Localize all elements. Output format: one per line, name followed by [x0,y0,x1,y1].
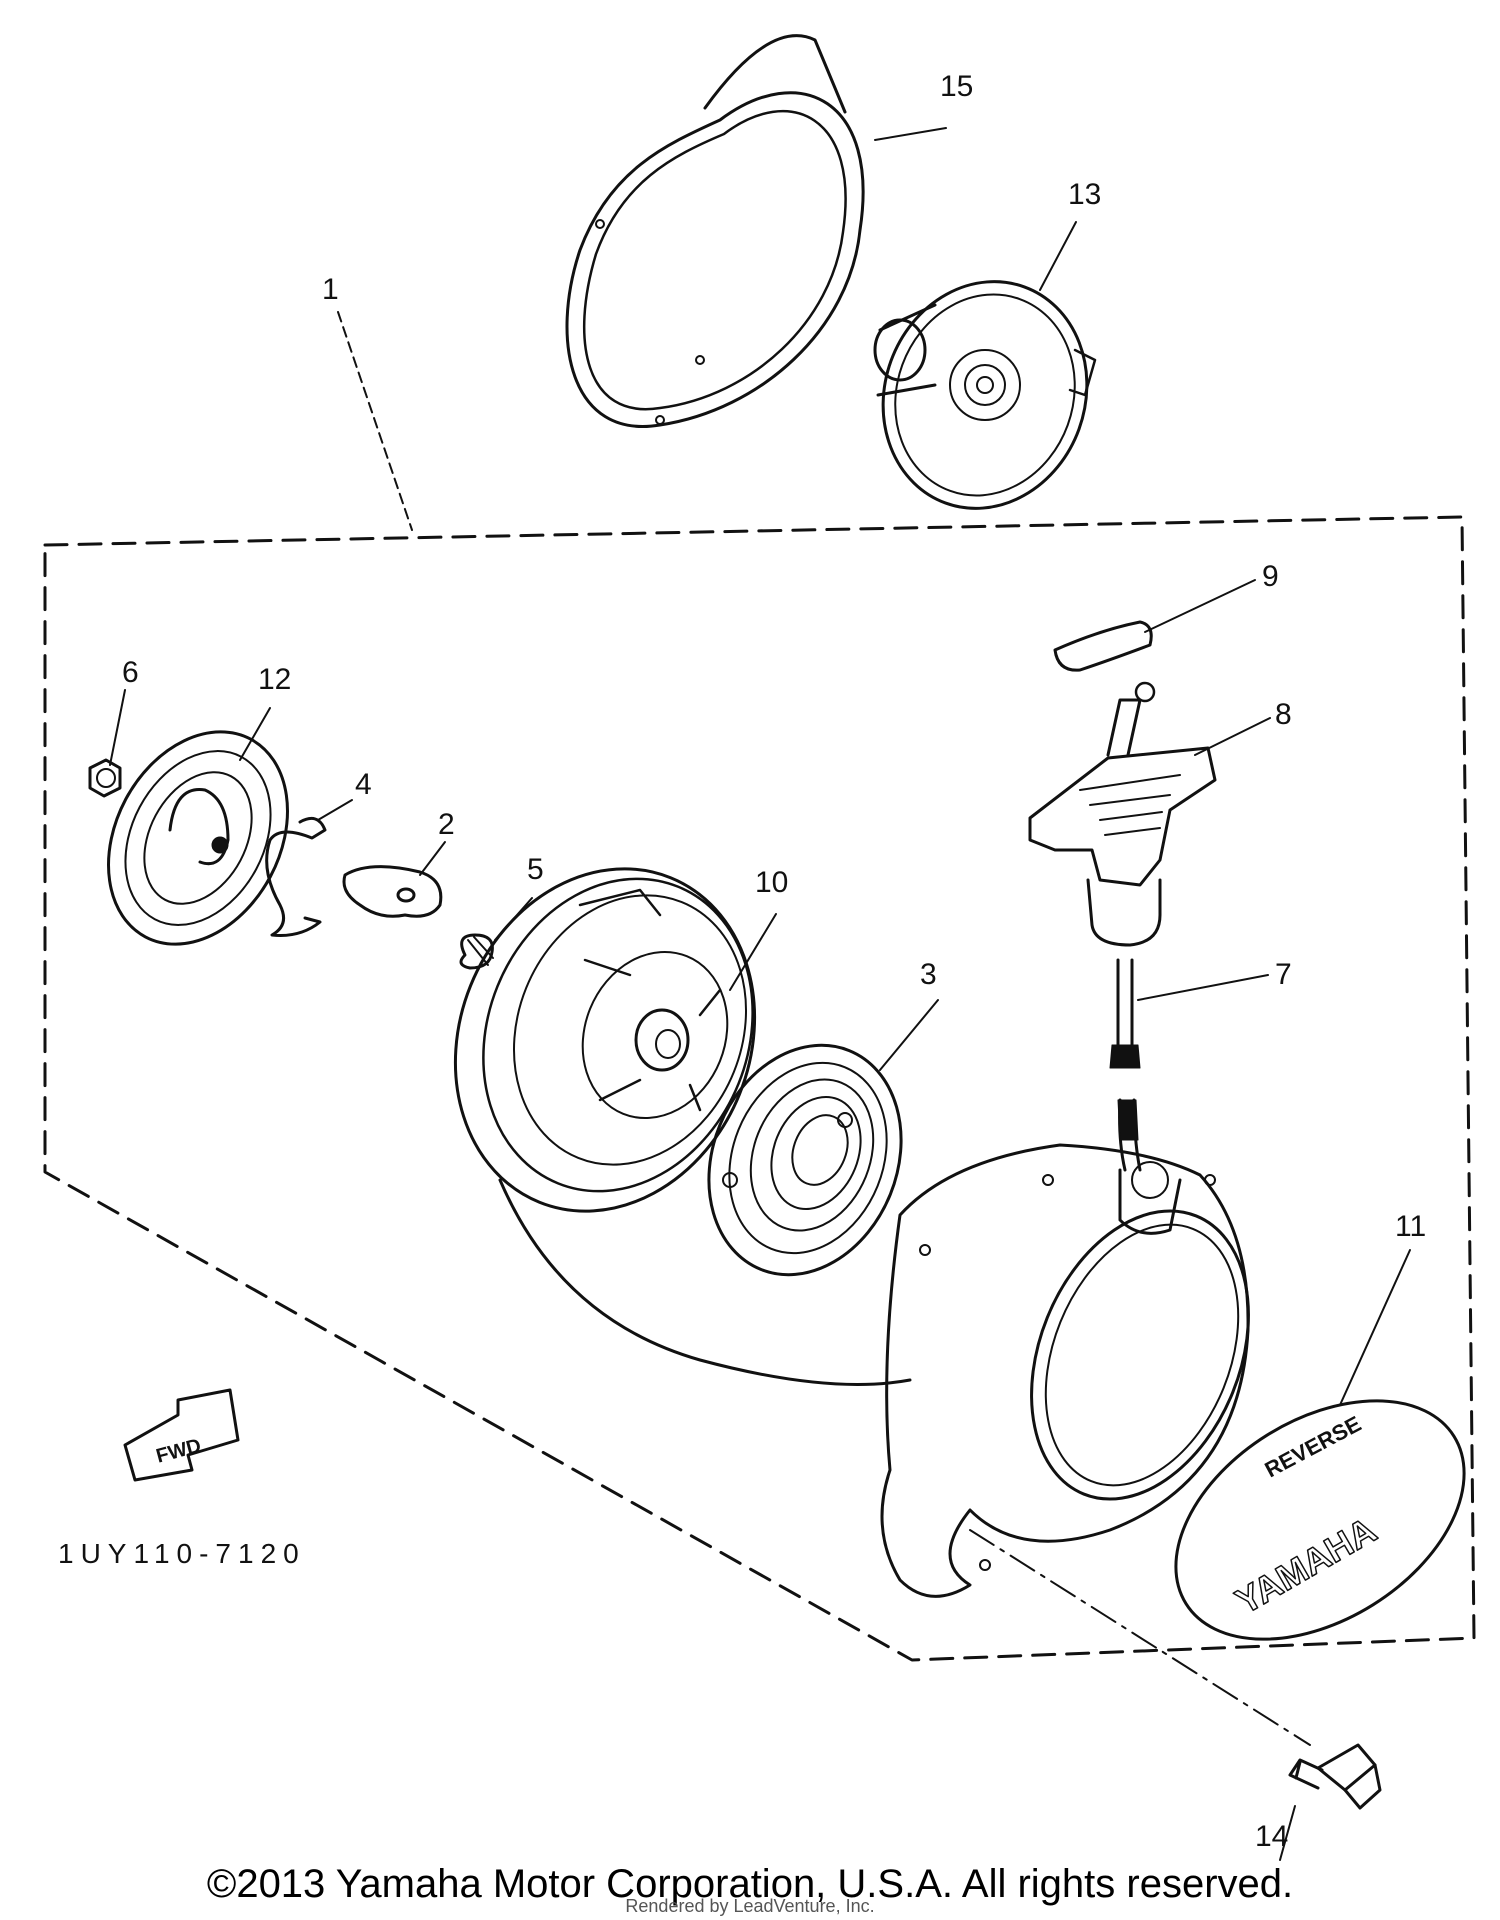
starter-rope [498,1178,912,1386]
fwd-label: FWD [154,1435,204,1468]
callout-5: 5 [527,853,544,886]
drawing-code: 1UY110-7120 [58,1538,306,1569]
rendered-by-credit: Rendered by LeadVenture, Inc. [625,1896,875,1916]
callout-4: 4 [355,768,372,801]
callout-11: 11 [1395,1210,1427,1243]
callout-9: 9 [1262,560,1279,593]
starter-housing [880,1143,1250,1598]
assembly-boundary [43,515,1476,1662]
callout-7: 7 [1275,958,1292,991]
callout-8: 8 [1275,698,1292,731]
callout-10: 10 [755,866,789,899]
rope-reel-part-10 [453,867,757,1213]
callout-15: 15 [940,70,974,103]
small-spring-part-5 [459,933,494,970]
gasket-part-15 [565,34,865,428]
spiral-spring-part-3 [707,1043,903,1277]
forward-direction-arrow: FWD [123,1388,240,1482]
callout-3: 3 [920,958,937,991]
callout-1: 1 [322,273,339,306]
starter-rope-part-7 [1109,958,1142,1172]
starter-handle-part-8 [1028,681,1217,947]
bolt-part-14 [1288,1743,1382,1810]
emblem-brand-text: YAMAHA [1229,1509,1383,1622]
nut-part-6 [88,758,122,798]
callout-12: 12 [258,663,292,696]
handle-insert-part-9 [1053,620,1153,672]
copyright-notice: ©2013 Yamaha Motor Corporation, U.S.A. A… [206,1862,1294,1906]
callout-14: 14 [1255,1820,1289,1853]
leader-lines [109,127,1411,1861]
drive-pulley-part-13 [873,280,1097,510]
spring-clip-part-4 [265,816,327,937]
callout-6: 6 [122,656,139,689]
callout-2: 2 [438,808,455,841]
ratchet-pawl-part-2 [342,865,443,918]
emblem-reverse-text: REVERSE [1261,1411,1366,1482]
callout-13: 13 [1068,178,1102,211]
